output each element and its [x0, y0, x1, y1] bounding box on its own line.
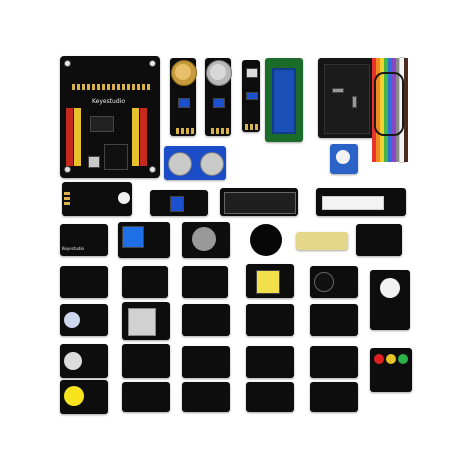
- servo-motor: [330, 144, 358, 174]
- module-r6c1: [60, 344, 108, 378]
- relay-module: [118, 222, 170, 258]
- line-tracking-module: [242, 60, 260, 132]
- expansion-board-brand: Keyestudio: [92, 98, 125, 105]
- module-r2c1: [62, 182, 132, 216]
- usb-cable: [374, 72, 404, 136]
- module-r4c3: [182, 266, 228, 298]
- water-level-sensor: [220, 188, 298, 216]
- module-r7c5: [310, 382, 358, 412]
- flex-sensor: [296, 232, 348, 250]
- module-r4c1: [60, 266, 108, 298]
- soil-moisture-sensor: [316, 188, 406, 216]
- gas-sensor-module-1: [170, 58, 197, 136]
- module-r6c4: [246, 346, 294, 378]
- module-r3c5: [356, 224, 402, 256]
- module-r7c1: [60, 380, 108, 414]
- button-module: [246, 264, 294, 298]
- module-r7c3: [182, 382, 230, 412]
- module-r4c5: [310, 266, 358, 298]
- expansion-board: Keyestudio: [60, 56, 160, 178]
- traffic-light-module: [370, 348, 412, 392]
- battery-holder: [318, 58, 374, 138]
- lcd-1602-module: [265, 58, 303, 142]
- module-r6c3: [182, 346, 230, 378]
- rgb-led-module: [370, 270, 410, 330]
- module-r5c3: [182, 304, 230, 336]
- module-r6c2: [122, 344, 170, 378]
- joystick-module: [182, 222, 230, 258]
- module-r5c5: [310, 304, 358, 336]
- module-r5c1: [60, 304, 108, 336]
- touch-sensor: [122, 302, 170, 340]
- pressure-sensor: [250, 224, 282, 256]
- module-r4c2: [122, 266, 168, 298]
- module-r5c4: [246, 304, 294, 336]
- module-r6c5: [310, 346, 358, 378]
- gas-sensor-module-2: [205, 58, 232, 136]
- module-r7c2: [122, 382, 170, 412]
- module-r2c2: [150, 190, 208, 216]
- ultrasonic-sensor: [164, 146, 226, 180]
- module-r3c1: Keyestudio: [60, 224, 108, 256]
- module-r7c4: [246, 382, 294, 412]
